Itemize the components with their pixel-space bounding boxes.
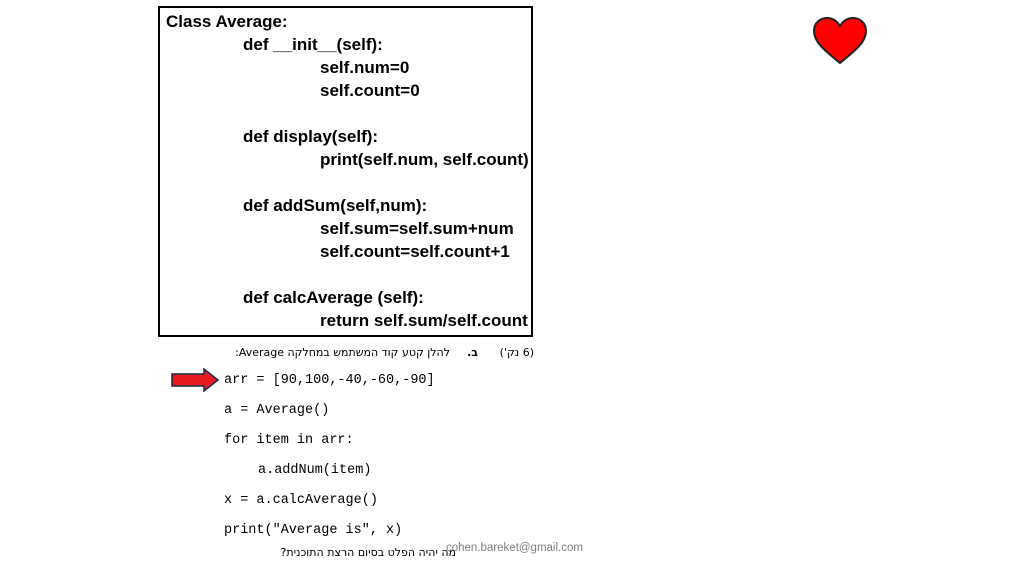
footer-email: cohen.bareket@gmail.com	[446, 542, 583, 554]
display-def-line: def display(self):	[243, 127, 379, 146]
code-line-addnum: a.addNum(item)	[258, 463, 372, 478]
right-arrow-icon	[171, 368, 220, 392]
init-num-line: self.num=0	[320, 58, 410, 77]
class-header: Class Average:	[166, 12, 288, 31]
calcaverage-return-line: return self.sum/self.count	[320, 311, 528, 330]
addsum-sum-line: self.sum=self.sum+num	[320, 219, 514, 238]
code-line-arr: arr = [90,100,-40,-60,-90]	[224, 373, 435, 388]
code-line-print: print("Average is", x)	[224, 523, 403, 538]
code-line-for: for item in arr:	[224, 433, 354, 448]
init-count-line: self.count=0	[320, 81, 420, 100]
calcaverage-def-line: def calcAverage (self):	[243, 288, 424, 307]
question-points: (6 נק')	[499, 346, 534, 359]
addsum-count-line: self.count=self.count+1	[320, 242, 510, 261]
heart-icon	[812, 16, 868, 65]
addsum-def-line: def addSum(self,num):	[243, 196, 428, 215]
output-prompt: מה יהיה הפלט בסיום הרצת התוכנית?	[280, 546, 456, 559]
question-text: להלן קטע קוד המשתמש במחלקה Average:	[235, 346, 450, 359]
display-print-line: print(self.num, self.count)	[320, 150, 529, 169]
code-line-calc: x = a.calcAverage()	[224, 493, 378, 508]
code-line-instance: a = Average()	[224, 403, 330, 418]
question-letter: ב.	[467, 346, 478, 359]
init-def-line: def __init__(self):	[243, 35, 383, 54]
class-code-box	[158, 6, 533, 337]
